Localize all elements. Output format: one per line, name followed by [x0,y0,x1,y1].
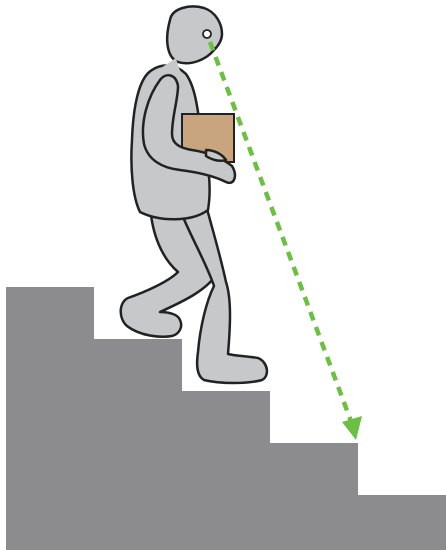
head [167,7,222,64]
eye [203,30,211,38]
person-figure [121,7,267,384]
sight-line-arrowhead [342,416,362,440]
